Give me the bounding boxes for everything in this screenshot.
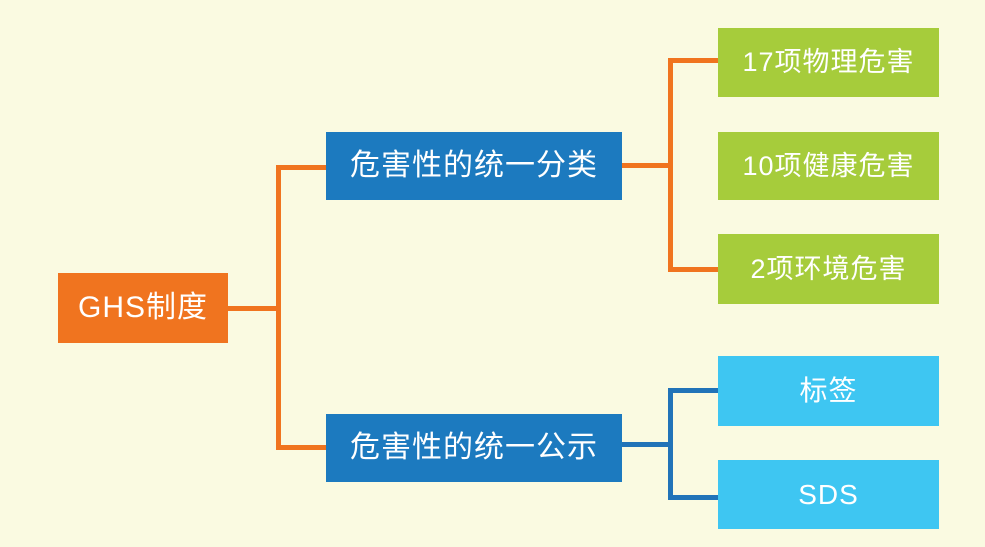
connector-to-classification-stub (276, 165, 326, 170)
node-hazard-classification: 危害性的统一分类 (326, 132, 622, 200)
node-health-hazards: 10项健康危害 (718, 132, 939, 200)
connector-classification-horizontal (622, 163, 673, 168)
connector-to-communication-stub (276, 445, 326, 450)
node-label: 标签 (718, 356, 939, 426)
connector-communication-vertical (668, 388, 673, 500)
connector-to-sds-stub (668, 495, 718, 500)
connector-to-physical-stub (668, 58, 718, 63)
node-hazard-communication: 危害性的统一公示 (326, 414, 622, 482)
connector-communication-horizontal (622, 442, 673, 447)
connector-root-vertical (276, 165, 281, 450)
connector-classification-vertical (668, 58, 673, 272)
node-ghs-root: GHS制度 (58, 273, 228, 343)
connector-to-environmental-stub (668, 267, 718, 272)
node-sds: SDS (718, 460, 939, 529)
connector-to-label-stub (668, 388, 718, 393)
node-physical-hazards: 17项物理危害 (718, 28, 939, 97)
node-environmental-hazards: 2项环境危害 (718, 234, 939, 304)
connector-root-horizontal (228, 306, 281, 311)
